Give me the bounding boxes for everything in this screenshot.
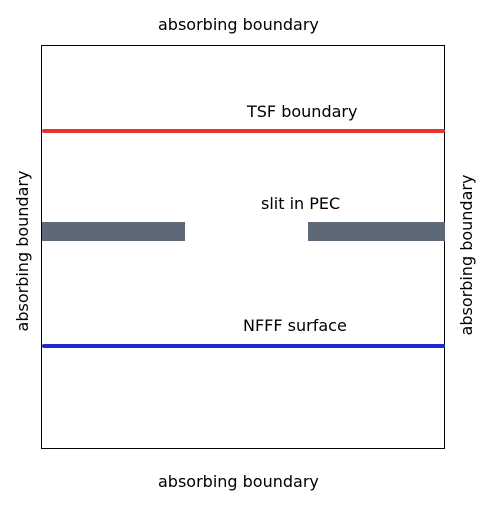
tsf-boundary-label: TSF boundary: [247, 102, 358, 121]
simulation-domain-box: [41, 45, 445, 449]
pec-left-block: [42, 222, 185, 241]
slit-label: slit in PEC: [261, 194, 341, 213]
nfff-surface-line: [42, 344, 445, 348]
right-boundary-label: absorbing boundary: [457, 174, 476, 336]
top-boundary-label: absorbing boundary: [158, 15, 319, 34]
tsf-boundary-line: [42, 129, 445, 133]
pec-right-block: [308, 222, 445, 241]
nfff-surface-label: NFFF surface: [243, 316, 347, 335]
left-boundary-label: absorbing boundary: [13, 170, 32, 332]
bottom-boundary-label: absorbing boundary: [158, 472, 319, 491]
